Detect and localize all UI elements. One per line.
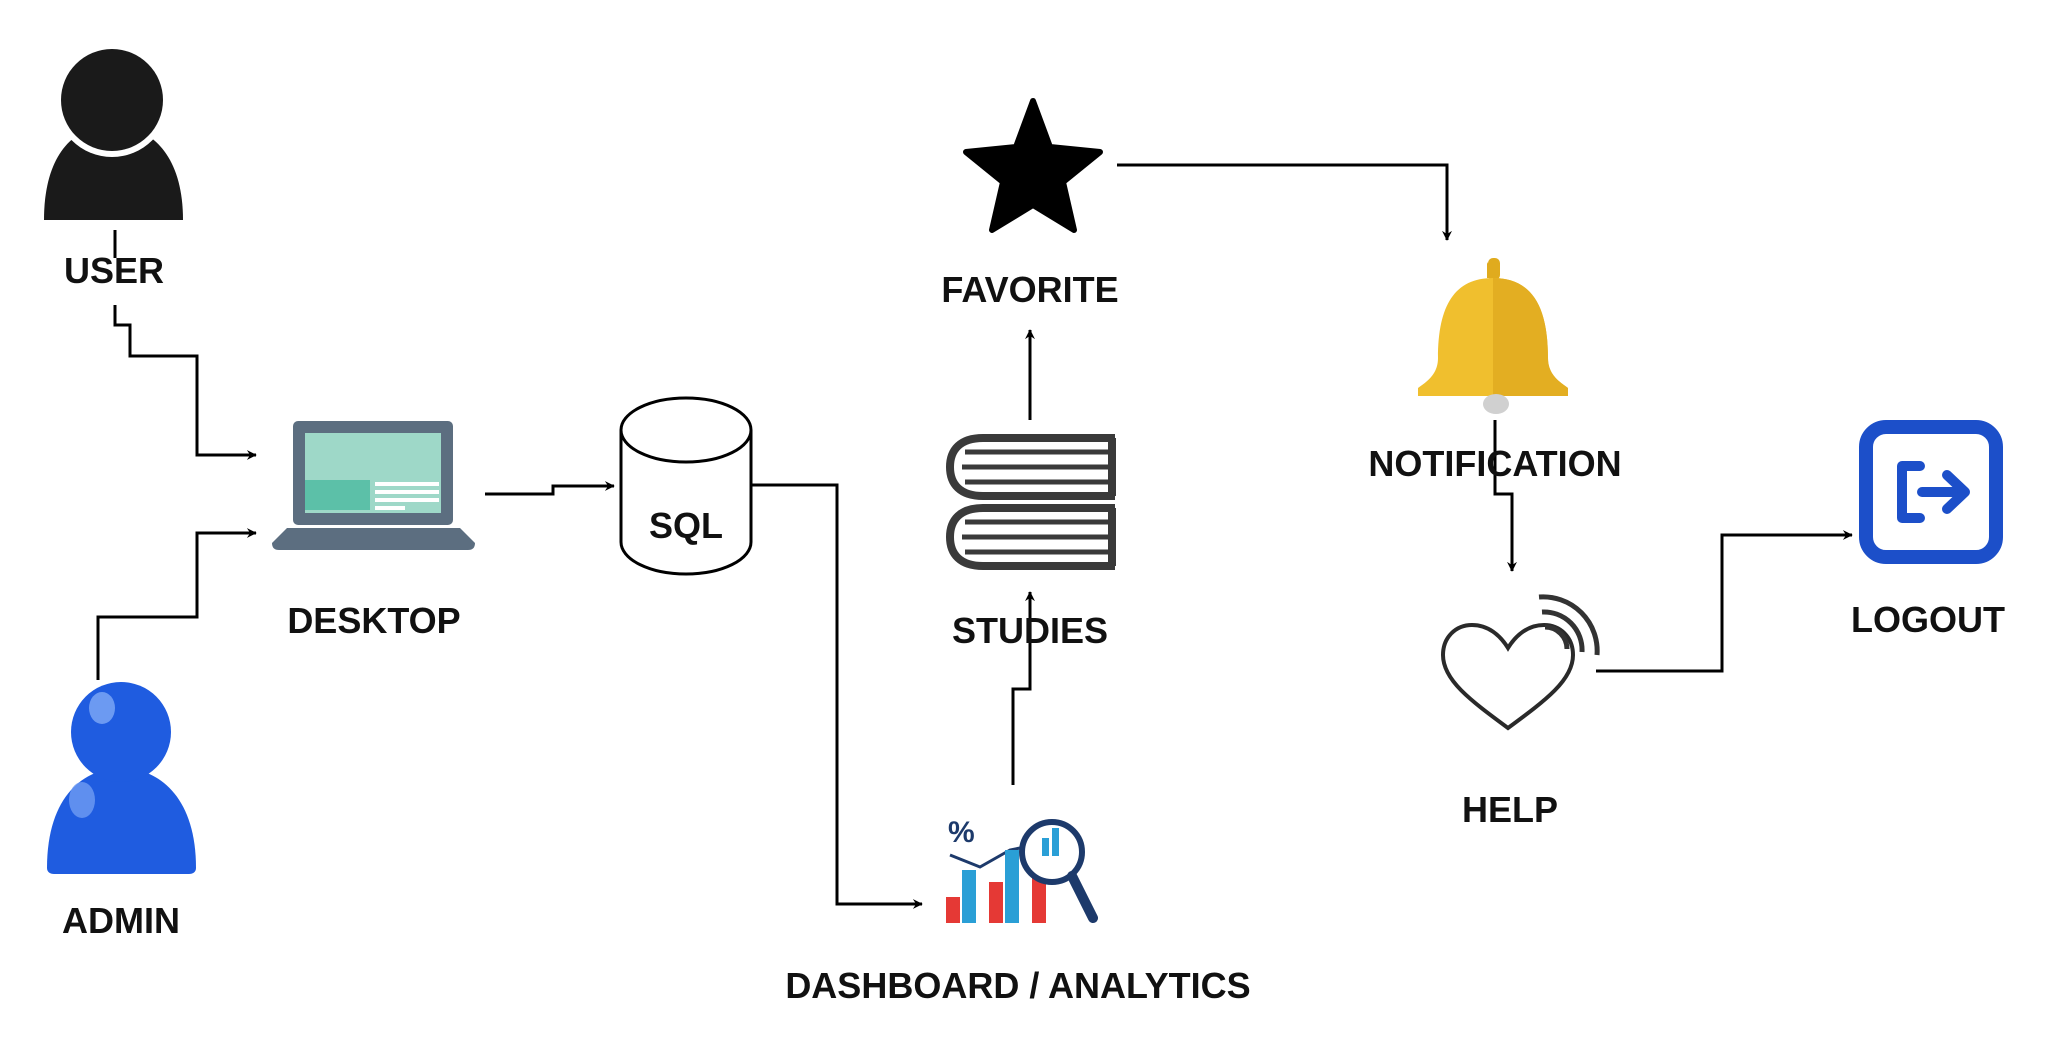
desktop-node: DESKTOP bbox=[272, 421, 475, 641]
svg-text:%: % bbox=[948, 816, 975, 849]
help-node: HELP bbox=[1440, 594, 1600, 830]
user-node: USER bbox=[44, 43, 183, 291]
sql-label: SQL bbox=[649, 505, 723, 546]
user-icon bbox=[44, 43, 183, 220]
dashboard-label: DASHBOARD / ANALYTICS bbox=[785, 965, 1250, 1006]
books-icon bbox=[945, 434, 1116, 570]
heart-signal-icon bbox=[1440, 594, 1600, 731]
favorite-node: FAVORITE bbox=[941, 98, 1119, 310]
logout-node: LOGOUT bbox=[1851, 420, 2005, 640]
help-label: HELP bbox=[1462, 789, 1558, 830]
studies-label: STUDIES bbox=[952, 610, 1108, 651]
edge-favorite-to-notification bbox=[1117, 163, 1452, 241]
admin-icon bbox=[47, 682, 196, 874]
logout-icon bbox=[1859, 420, 2003, 564]
star-icon bbox=[963, 98, 1103, 233]
logout-label: LOGOUT bbox=[1851, 599, 2005, 640]
desktop-label: DESKTOP bbox=[287, 600, 460, 641]
studies-node: STUDIES bbox=[945, 434, 1116, 651]
admin-label: ADMIN bbox=[62, 900, 180, 941]
favorite-label: FAVORITE bbox=[941, 269, 1118, 310]
database-icon bbox=[619, 396, 753, 576]
edge-dashboard-to-studies bbox=[1011, 591, 1035, 785]
edge-user-to-desktop bbox=[113, 305, 257, 460]
bell-icon bbox=[1418, 258, 1568, 414]
dashboard-node: % DASHBOARD / ANALYTICS bbox=[785, 816, 1250, 1006]
edges bbox=[96, 163, 1853, 909]
edge-desktop-to-sql bbox=[485, 481, 615, 496]
notification-node: NOTIFICATION bbox=[1368, 258, 1622, 484]
user-label: USER bbox=[64, 250, 164, 291]
admin-node: ADMIN bbox=[47, 682, 196, 941]
notification-label: NOTIFICATION bbox=[1368, 443, 1621, 484]
edge-sql-to-dashboard bbox=[752, 483, 923, 909]
edge-admin-to-desktop bbox=[96, 528, 257, 680]
edge-help-to-logout bbox=[1596, 530, 1853, 673]
sql-node: SQL bbox=[619, 396, 753, 576]
analytics-chart-icon: % bbox=[946, 816, 1098, 923]
laptop-icon bbox=[272, 421, 475, 550]
